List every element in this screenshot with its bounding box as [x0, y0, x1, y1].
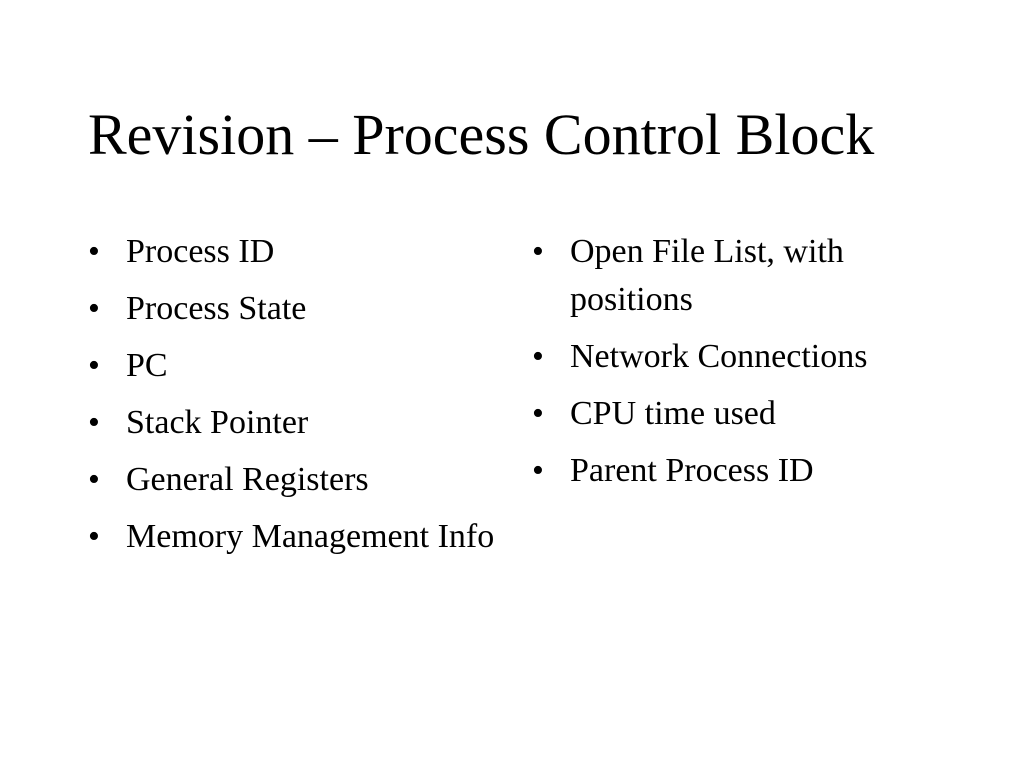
list-item-text: Process State [126, 290, 307, 327]
list-item-text: Network Connections [570, 338, 868, 375]
bullet-icon: • [532, 452, 544, 489]
bullet-icon: • [532, 395, 544, 432]
list-item: • Network Connections [530, 333, 950, 381]
list-item: • Process State [86, 285, 506, 333]
list-item: • Memory Management Info [86, 513, 506, 561]
list-item-text: Memory Management Info [126, 518, 495, 555]
list-item: • CPU time used [530, 390, 950, 438]
bullet-icon: • [88, 461, 100, 498]
list-item-text: General Registers [126, 461, 369, 498]
list-item-text: Stack Pointer [126, 404, 309, 441]
list-item: • PC [86, 342, 506, 390]
list-item: • Stack Pointer [86, 399, 506, 447]
list-item: • Parent Process ID [530, 447, 950, 495]
slide-title: Revision – Process Control Block [88, 102, 875, 167]
left-bullet-list: • Process ID • Process State • PC • Stac… [86, 228, 506, 570]
bullet-icon: • [88, 518, 100, 555]
list-item-text: CPU time used [570, 395, 776, 432]
list-item: • Process ID [86, 228, 506, 276]
bullet-icon: • [532, 233, 544, 270]
bullet-icon: • [532, 338, 544, 375]
list-item-text: Open File List, with positions [570, 233, 844, 318]
list-item: • General Registers [86, 456, 506, 504]
list-item-text: Parent Process ID [570, 452, 814, 489]
list-item-text: Process ID [126, 233, 275, 270]
right-bullet-list: • Open File List, with positions • Netwo… [530, 228, 950, 504]
list-item: • Open File List, with positions [530, 228, 950, 324]
bullet-icon: • [88, 347, 100, 384]
bullet-icon: • [88, 233, 100, 270]
list-item-text: PC [126, 347, 168, 384]
bullet-icon: • [88, 290, 100, 327]
bullet-icon: • [88, 404, 100, 441]
